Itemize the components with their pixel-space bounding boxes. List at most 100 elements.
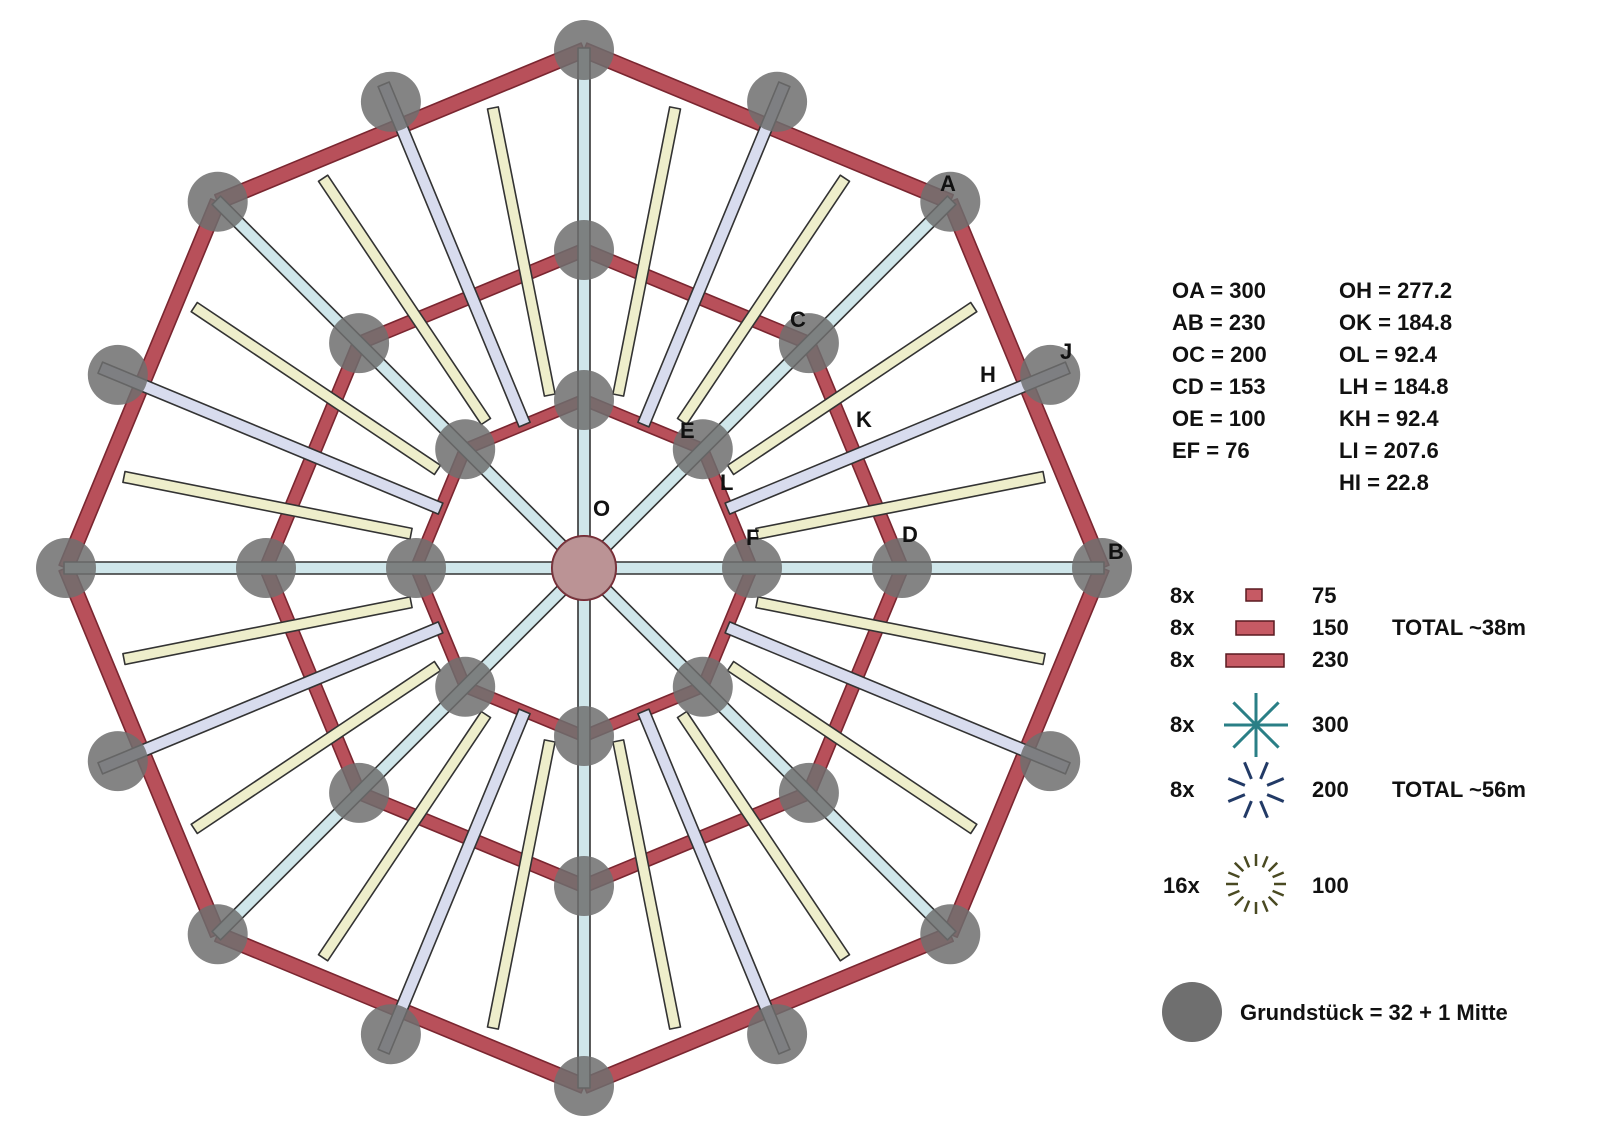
label-point-e: E — [680, 418, 695, 443]
foundation-point — [386, 538, 446, 598]
foundation-point — [778, 313, 839, 374]
foundation-point — [1020, 731, 1081, 792]
foundation-point — [1020, 344, 1081, 405]
foundation-point — [920, 171, 981, 232]
measurement-oh: OH = 277.2 — [1339, 278, 1452, 303]
foundation-point — [187, 171, 248, 232]
foundation-point — [360, 71, 421, 132]
dashed-ring-line — [1272, 871, 1285, 879]
broken-star-line — [1266, 793, 1285, 803]
rafter-beam — [676, 710, 851, 962]
foundation-point — [236, 538, 296, 598]
dashed-ring-line — [1261, 900, 1269, 913]
broken-star-line — [1259, 761, 1269, 780]
main-spoke — [63, 561, 563, 575]
dashed-ring-line — [1272, 889, 1285, 897]
label-point-a: A — [940, 171, 956, 196]
foundation-point — [554, 1056, 614, 1116]
legend-total: TOTAL ~38m — [1392, 615, 1526, 640]
rafter-beam — [486, 739, 556, 1030]
foundation-legend-text: Grundstück = 32 + 1 Mitte — [1240, 1000, 1508, 1025]
center-hub — [551, 535, 617, 601]
rafter-beam — [755, 596, 1046, 666]
rafter-beam — [122, 596, 413, 666]
foundation-point — [360, 1004, 421, 1065]
label-point-l: L — [720, 470, 733, 495]
foundation-point — [747, 1004, 808, 1065]
foundation-point — [672, 419, 733, 480]
center-foundation-point — [552, 536, 616, 600]
foundation-point — [554, 20, 614, 80]
legend-total: TOTAL ~56m — [1392, 777, 1526, 802]
measurement-ok: OK = 184.8 — [1339, 310, 1452, 335]
foundation-point — [722, 538, 782, 598]
dashed-ring-line — [1227, 889, 1240, 897]
legend-value: 100 — [1312, 873, 1349, 898]
measurements-right: OH = 277.2 OK = 184.8 OL = 92.4 LH = 184… — [1339, 278, 1452, 495]
rafter-beam — [122, 470, 413, 540]
short-beam-icon — [1245, 588, 1263, 602]
rafter-beam — [726, 660, 978, 835]
rafter-beam — [612, 739, 682, 1030]
measurement-ol: OL = 92.4 — [1339, 342, 1438, 367]
broken-star-line — [1227, 777, 1246, 787]
measurements-left: OA = 300 AB = 230 OC = 200 CD = 153 OE =… — [1172, 278, 1267, 463]
broken-star-line — [1243, 761, 1253, 780]
label-point-d: D — [902, 522, 918, 547]
foundation-point — [1072, 538, 1132, 598]
foundation-point — [435, 419, 496, 480]
measurement-cd: CD = 153 — [1172, 374, 1266, 399]
star-spokes-icon — [1224, 693, 1288, 757]
measurement-ab: AB = 230 — [1172, 310, 1266, 335]
star-spoke-line — [1254, 701, 1280, 727]
measurement-hi: HI = 22.8 — [1339, 470, 1429, 495]
legend-count: 8x — [1170, 712, 1195, 737]
main-spoke — [605, 561, 1105, 575]
dashed-ring-icon — [1226, 854, 1286, 914]
foundation-point — [554, 706, 614, 766]
measurement-oe: OE = 100 — [1172, 406, 1266, 431]
center-hub-disc — [551, 535, 617, 601]
legend-count: 8x — [1170, 583, 1195, 608]
grey-dot-icon — [1162, 982, 1222, 1042]
foundation-points — [36, 20, 1132, 1116]
star-spoke-line — [1254, 723, 1280, 749]
main-spoke — [577, 47, 591, 547]
parts-legend: 8x 75 8x 150 TOTAL ~38m 8x 230 8x 300 8x… — [1162, 583, 1526, 1042]
foundation-point — [329, 313, 390, 374]
foundation-point — [329, 762, 390, 823]
foundation-point — [87, 344, 148, 405]
rafter-beam — [676, 174, 851, 426]
measurement-oc: OC = 200 — [1172, 342, 1267, 367]
foundation-point — [554, 856, 614, 916]
legend-count: 16x — [1163, 873, 1200, 898]
rafter-beam — [317, 174, 492, 426]
label-point-j: J — [1060, 339, 1072, 364]
legend-count: 8x — [1170, 615, 1195, 640]
main-spoke — [577, 589, 591, 1089]
dashed-ring-line — [1243, 900, 1251, 913]
rafter-beam — [726, 301, 978, 476]
foundation-point — [554, 370, 614, 430]
label-point-h: H — [980, 362, 996, 387]
rafter-beam — [486, 106, 556, 397]
rafter-beam — [755, 470, 1046, 540]
label-point-f: F — [746, 525, 759, 550]
star-spoke-line — [1232, 701, 1258, 727]
foundation-point — [36, 538, 96, 598]
measurement-lh: LH = 184.8 — [1339, 374, 1448, 399]
foundation-point — [554, 220, 614, 280]
broken-star-line — [1266, 777, 1285, 787]
foundation-point — [747, 71, 808, 132]
dashed-ring-line — [1267, 861, 1279, 873]
dashed-ring-line — [1267, 895, 1279, 907]
medium-beam-icon — [1235, 620, 1275, 636]
broken-star-line — [1259, 800, 1269, 819]
legend-value: 75 — [1312, 583, 1336, 608]
label-center-o: O — [593, 496, 610, 521]
dashed-ring-line — [1227, 871, 1240, 879]
rafters — [122, 106, 1046, 1030]
star-spoke-line — [1232, 723, 1258, 749]
legend-value: 200 — [1312, 777, 1349, 802]
